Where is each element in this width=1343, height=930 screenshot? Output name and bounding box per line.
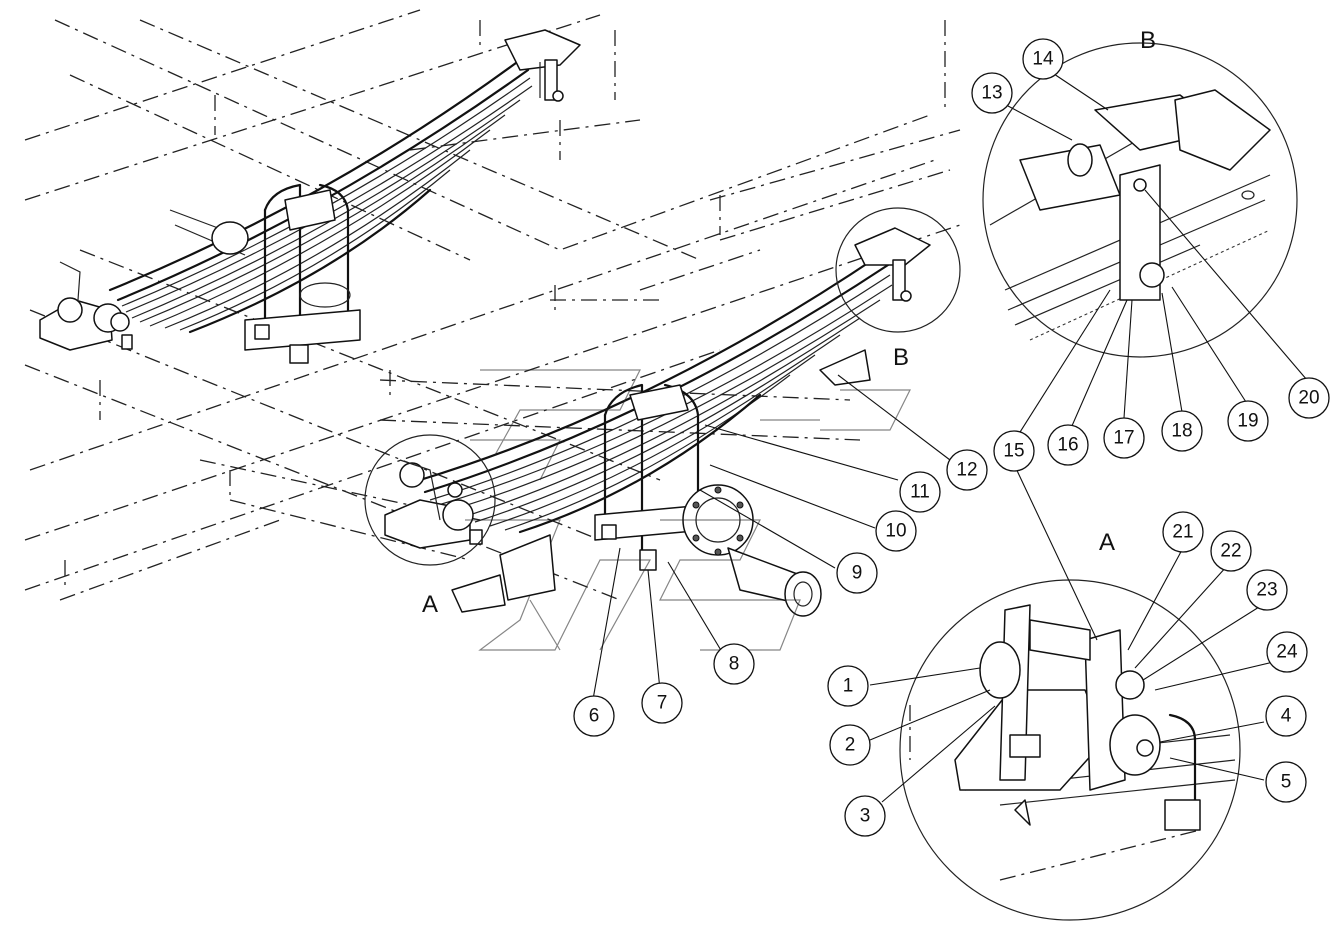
front-leaf-spring	[384, 227, 931, 617]
svg-text:9: 9	[852, 563, 863, 584]
callout-13: 13	[971, 72, 1013, 114]
svg-text:5: 5	[1281, 772, 1292, 793]
callout-1: 1	[827, 665, 869, 707]
detail-view-b: B	[982, 27, 1298, 358]
svg-text:2: 2	[845, 735, 856, 756]
svg-text:21: 21	[1172, 522, 1193, 543]
svg-text:4: 4	[1281, 706, 1292, 727]
rear-leaf-spring	[39, 29, 581, 364]
svg-text:22: 22	[1220, 541, 1241, 562]
callout-16: 16	[1047, 424, 1089, 466]
callout-6: 6	[573, 695, 615, 737]
detail-view-a: A	[899, 529, 1241, 921]
callout-12: 12	[946, 449, 988, 491]
svg-text:23: 23	[1256, 580, 1277, 601]
callout-19: 19	[1227, 400, 1269, 442]
svg-text:12: 12	[956, 460, 977, 481]
callout-10: 10	[875, 510, 917, 552]
callout-14: 14	[1022, 38, 1064, 80]
view-b-label: B	[1140, 27, 1156, 54]
callout-18: 18	[1161, 410, 1203, 452]
callout-11: 11	[899, 471, 941, 513]
svg-text:15: 15	[1003, 441, 1024, 462]
callout-24: 24	[1266, 631, 1308, 673]
callout-9: 9	[836, 552, 878, 594]
callout-15: 15	[993, 430, 1035, 472]
callout-8: 8	[713, 643, 755, 685]
svg-text:10: 10	[885, 521, 906, 542]
callout-2: 2	[829, 724, 871, 766]
vehicle-frame-outline	[24, 9, 961, 601]
svg-text:14: 14	[1032, 49, 1054, 70]
svg-text:20: 20	[1298, 388, 1319, 409]
watermark-logo	[465, 369, 911, 651]
callout-4: 4	[1265, 695, 1307, 737]
svg-text:13: 13	[981, 83, 1002, 104]
svg-text:24: 24	[1276, 642, 1298, 663]
svg-text:18: 18	[1171, 421, 1192, 442]
callout-22: 22	[1210, 530, 1252, 572]
svg-text:16: 16	[1057, 435, 1078, 456]
detail-a-marker-circle	[364, 434, 496, 566]
marker-a-label: A	[422, 591, 438, 618]
callout-3: 3	[844, 795, 886, 837]
svg-text:3: 3	[860, 806, 871, 827]
svg-text:7: 7	[657, 693, 668, 714]
leader-lines	[591, 67, 1308, 803]
svg-text:19: 19	[1237, 411, 1258, 432]
callout-23: 23	[1246, 569, 1288, 611]
svg-text:17: 17	[1113, 428, 1134, 449]
svg-text:11: 11	[910, 482, 930, 503]
svg-text:6: 6	[589, 706, 600, 727]
callout-7: 7	[641, 682, 683, 724]
svg-text:8: 8	[729, 654, 740, 675]
section-marker-b: B	[819, 344, 909, 386]
callout-5: 5	[1265, 761, 1307, 803]
detail-b-marker-circle	[835, 207, 961, 333]
svg-text:1: 1	[843, 676, 854, 697]
callout-17: 17	[1103, 417, 1145, 459]
section-marker-a: A	[422, 534, 556, 618]
callout-20: 20	[1288, 377, 1330, 419]
callout-21: 21	[1162, 511, 1204, 553]
view-a-label: A	[1099, 529, 1115, 556]
marker-b-label: B	[893, 344, 909, 371]
